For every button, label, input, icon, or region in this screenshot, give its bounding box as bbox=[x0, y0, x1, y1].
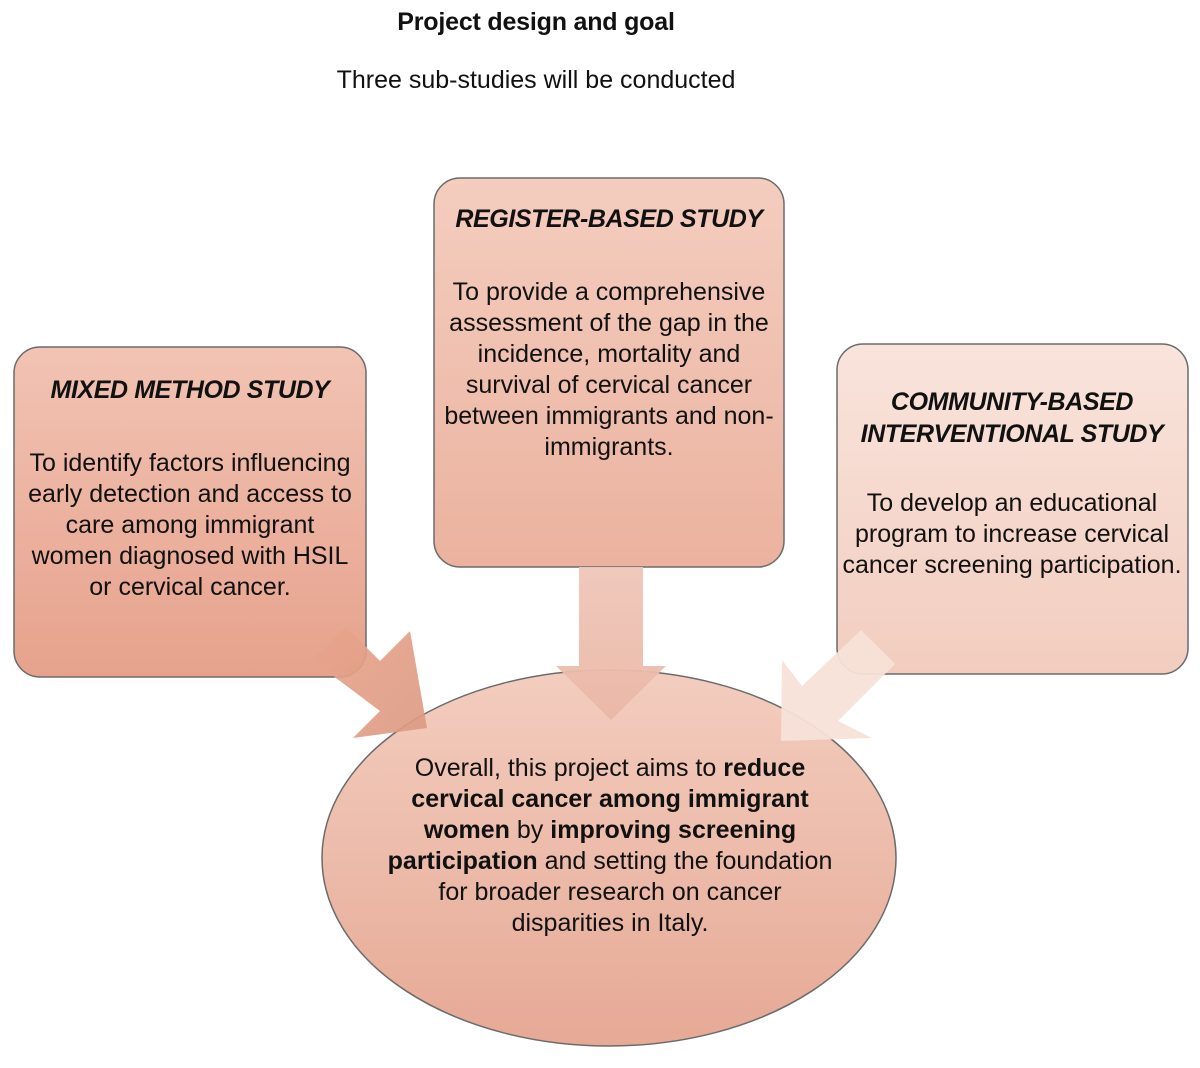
goal-conclusion: and setting the foundation for broader r… bbox=[438, 847, 833, 937]
left-arrow bbox=[312, 627, 427, 738]
right-study: COMMUNITY-BASED INTERVENTIONAL STUDY To … bbox=[842, 386, 1182, 581]
right-study-description: To develop an educational program to inc… bbox=[842, 489, 1182, 579]
right-arrow bbox=[781, 630, 895, 741]
center-study: REGISTER-BASED STUDY To provide a compre… bbox=[440, 203, 778, 463]
goal-emphasis-reduce: reduce cervical cancer among immigrant w… bbox=[411, 754, 809, 844]
center-study-title: REGISTER-BASED STUDY bbox=[455, 205, 763, 233]
left-study: MIXED METHOD STUDY To identify factors i… bbox=[22, 374, 358, 603]
right-study-box bbox=[836, 343, 1189, 675]
right-study-title-line1: COMMUNITY-BASED bbox=[890, 388, 1134, 416]
page-subtitle: Three sub-studies will be conducted bbox=[336, 66, 736, 94]
left-study-title: MIXED METHOD STUDY bbox=[50, 376, 330, 404]
center-arrow bbox=[556, 567, 666, 720]
goal-text: Overall, this project aims to reduce cer… bbox=[380, 753, 840, 939]
goal-emphasis-screening: improving screening participation bbox=[387, 816, 797, 875]
left-study-description: To identify factors influencing early de… bbox=[28, 449, 352, 601]
right-study-title: COMMUNITY-BASED INTERVENTIONAL STUDY bbox=[842, 386, 1182, 450]
goal-connector: by bbox=[516, 816, 544, 844]
page-title: Project design and goal bbox=[397, 8, 675, 36]
right-study-title-line2: INTERVENTIONAL STUDY bbox=[860, 420, 1164, 448]
goal-intro: Overall, this project aims to bbox=[414, 754, 717, 782]
center-study-description: To provide a comprehensive assessment of… bbox=[444, 278, 774, 461]
left-study-box bbox=[13, 346, 367, 678]
